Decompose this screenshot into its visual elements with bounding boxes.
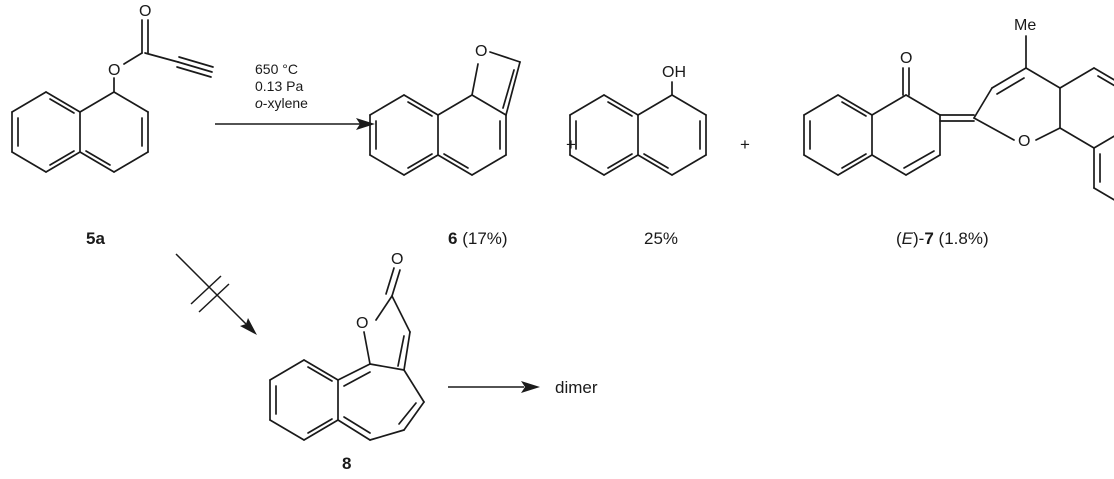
condition-solvent: o-xylene: [255, 95, 308, 111]
ketone-oxygen-atom: O: [900, 50, 912, 67]
carbonyl-oxygen-atom: O: [139, 3, 151, 20]
compound-8-structure: [269, 267, 425, 441]
compound-6-structure: [369, 51, 521, 176]
furan-oxygen-atom: O: [475, 43, 487, 60]
compound-5a-label: 5a: [86, 229, 105, 248]
plus-sign-2: +: [740, 135, 750, 154]
lactone-ring-oxygen-atom: O: [356, 315, 368, 332]
hydroxyl-group: OH: [662, 64, 686, 81]
lactone-carbonyl-oxygen-atom: O: [391, 251, 403, 268]
pyran-oxygen-atom: O: [1018, 133, 1030, 150]
naphthol-structure: [569, 81, 707, 176]
dimer-arrow-head: [521, 381, 540, 393]
compound-8-label: 8: [342, 454, 351, 473]
blocked-arrow: [175, 253, 247, 325]
reaction-arrow-head: [356, 118, 375, 130]
compound-7-label: (E)-7 (1.8%): [896, 229, 989, 248]
plus-sign-1: +: [566, 135, 576, 154]
naphthol-yield: 25%: [644, 229, 678, 248]
condition-temperature: 650 °C: [255, 61, 298, 77]
compound-5a-rings: [11, 19, 214, 173]
compound-7-structure: [803, 35, 1114, 201]
blocked-arrow-slash-2: [198, 283, 230, 313]
ester-oxygen-atom: O: [108, 62, 120, 79]
blocked-arrow-head: [240, 318, 257, 335]
condition-pressure: 0.13 Pa: [255, 78, 303, 94]
dimer-label: dimer: [555, 378, 598, 397]
methyl-group: Me: [1014, 17, 1036, 34]
compound-6-label: 6 (17%): [448, 229, 508, 248]
blocked-arrow-slash-1: [190, 275, 222, 305]
